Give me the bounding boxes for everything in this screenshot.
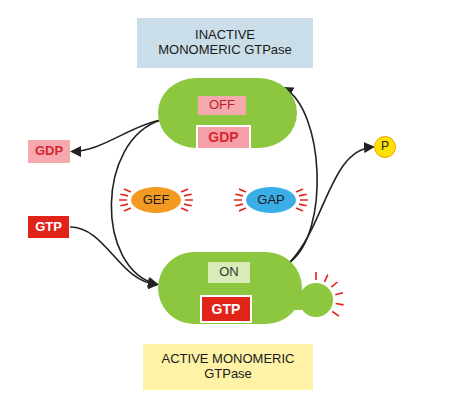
- node-text: GTP: [212, 301, 241, 317]
- nucleotide-box: GTP: [28, 216, 69, 238]
- nucleotide-box: GTP: [200, 295, 252, 323]
- cycle-arrow: [70, 227, 157, 284]
- node-text: ON: [219, 265, 239, 280]
- regulator-oval: GAP: [246, 187, 296, 213]
- node-text: GTP: [35, 220, 62, 235]
- state-box: ON: [208, 262, 250, 283]
- gtpase-protein: ON GTP: [158, 252, 336, 324]
- node-text: GEF: [143, 193, 170, 208]
- nucleotide-box: GDP: [196, 125, 251, 150]
- state-band: INACTIVE MONOMERIC GTPase: [137, 18, 313, 68]
- node-text: P: [381, 140, 389, 154]
- node-text: GAP: [257, 193, 284, 208]
- cycle-arrow: [290, 147, 373, 262]
- nucleotide-box: GDP: [28, 140, 70, 163]
- node-text: GDP: [35, 144, 63, 159]
- gtpase-protein: OFF GDP: [158, 78, 297, 148]
- node-text: GDP: [208, 129, 238, 145]
- cycle-arrow: [72, 120, 161, 152]
- node-text: ACTIVE MONOMERIC GTPase: [158, 352, 298, 382]
- phosphate-circle: P: [374, 136, 396, 158]
- regulator-oval: GEF: [131, 187, 181, 213]
- active-site-bump: [299, 283, 333, 317]
- state-box: OFF: [198, 96, 246, 115]
- node-text: INACTIVE MONOMERIC GTPase: [155, 28, 295, 58]
- protein-body: [158, 252, 302, 324]
- state-band: ACTIVE MONOMERIC GTPase: [143, 344, 313, 390]
- node-text: OFF: [209, 98, 235, 113]
